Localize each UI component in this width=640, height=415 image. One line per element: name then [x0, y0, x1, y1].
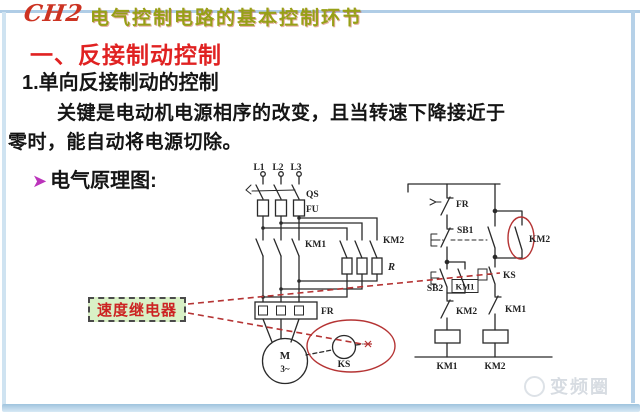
km2-main-contacts: [339, 240, 378, 259]
slide-frame-left: [2, 12, 6, 405]
label-sb2: SB2: [427, 284, 444, 294]
label-ks-contact: KS: [503, 271, 516, 281]
circuit-diagram: L1 L2 L3 QS FU KM1 KM2 R FR M 3~ KS FR S…: [187, 163, 553, 385]
watermark: 变频圈: [524, 373, 610, 399]
bullet-row: ➤电气原理图:: [32, 164, 157, 193]
fu-fuses: [256, 199, 306, 217]
course-title: 电气控制电路的基本控制环节: [90, 8, 364, 29]
bullet-label: 电气原理图:: [50, 170, 157, 192]
braking-resistors: [262, 257, 383, 298]
slide-subtitle: 1.单向反接制动的控制: [22, 72, 219, 94]
label-sb1: SB1: [457, 226, 474, 236]
km2-interlock-contact: [440, 299, 454, 331]
course-code: CH2: [22, 0, 85, 27]
control-rails: [407, 183, 553, 358]
fr-heater: [254, 301, 318, 320]
phase-bus: [262, 215, 378, 241]
km1-main-contacts: [255, 238, 300, 303]
fr-thermal-actuator-icon: [429, 198, 442, 206]
label-ks-relay: KS: [338, 360, 351, 370]
km1-coil: [434, 329, 461, 358]
watermark-logo-icon: [524, 375, 545, 397]
qs-handle-icon: [245, 184, 252, 195]
label-km1-main: KM1: [305, 240, 326, 250]
watermark-text: 变频圈: [550, 377, 610, 397]
ks-highlight-ellipse: [306, 319, 396, 373]
slide-title: 一、反接制动控制: [30, 42, 222, 68]
red-annotations: [187, 216, 535, 373]
pointer-star-icon: [364, 340, 372, 348]
km2-coil: [482, 329, 509, 358]
label-fr-heater: FR: [321, 307, 334, 317]
label-fr-contact: FR: [456, 200, 469, 210]
motor-symbol: [261, 318, 309, 385]
slide-frame-bottom: [2, 404, 640, 412]
arrow-bullet-icon: ➤: [32, 171, 48, 191]
fr-contact: [429, 183, 454, 229]
label-fu: FU: [306, 205, 319, 215]
label-motor-phase: 3~: [280, 364, 290, 374]
sb2-km1-parallel: [430, 259, 479, 301]
body-text: 关键是电动机电源相序的改变，且当转速下降接近于零时，能自动将电源切除。: [8, 103, 506, 153]
label-motor: M: [280, 350, 291, 362]
slide-frame-top: [0, 10, 640, 13]
label-km1-interlock: KM1: [505, 305, 526, 315]
label-l1: L1: [253, 163, 264, 173]
supply-terminals: [260, 171, 302, 185]
label-km2-interlock: KM2: [456, 307, 477, 317]
callout-pointer-line-2: [187, 312, 363, 345]
slide-frame-right: [631, 11, 635, 403]
label-qs: QS: [306, 190, 319, 200]
sb1-actuator-icon: [430, 233, 438, 247]
label-km1-selflock: KM1: [456, 282, 475, 292]
label-km2-main: KM2: [383, 236, 404, 246]
qs-switch: [245, 184, 300, 200]
km1-interlock-contact: [488, 295, 502, 331]
ks-contact: [477, 256, 496, 297]
callout-pointer-line-1: [187, 272, 501, 305]
label-l3: L3: [290, 163, 301, 173]
label-r: R: [387, 262, 395, 273]
speed-relay-callout: 速度继电器: [88, 297, 186, 322]
sb2-actuator-icon: [430, 271, 437, 285]
label-km2-selflock: KM2: [529, 235, 550, 245]
speed-relay-symbol: [305, 334, 364, 360]
km2-branch: [487, 183, 523, 260]
label-km2-coil: KM2: [484, 362, 505, 372]
label-km1-coil: KM1: [436, 362, 457, 372]
km2-highlight-ellipse: [507, 216, 535, 260]
sb1-stop-button: [430, 227, 488, 263]
label-l2: L2: [272, 163, 283, 173]
